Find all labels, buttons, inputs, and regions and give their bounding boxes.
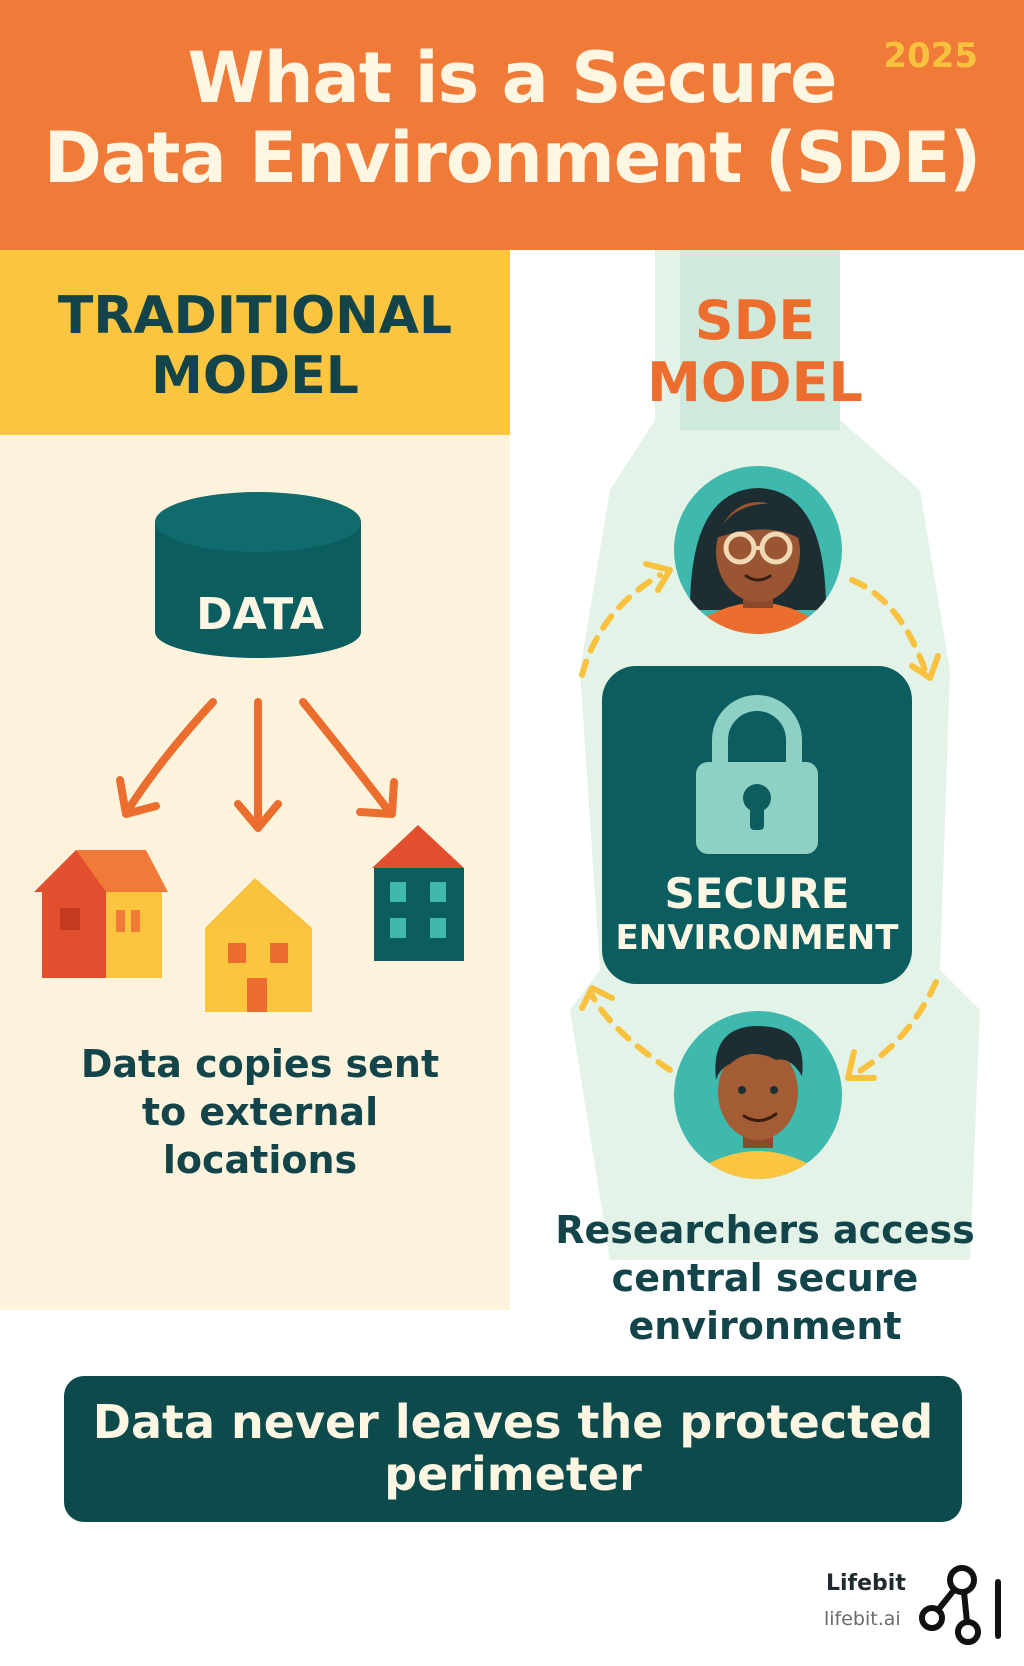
sde-heading-line-2: MODEL [647, 351, 863, 414]
lock-icon [696, 695, 818, 854]
dashed-arrow-down-right-icon [849, 577, 928, 673]
traditional-illustration [34, 492, 464, 1012]
secure-label-line-2: ENVIRONMENT [615, 918, 899, 958]
traditional-heading-line-2: MODEL [151, 346, 359, 406]
arrowhead-icon [909, 653, 941, 681]
banner-line-2: perimeter [384, 1447, 642, 1501]
arrowhead-icon [579, 985, 615, 1011]
arrowhead-icon [845, 1049, 877, 1081]
sde-caption: Researchers access central secure enviro… [540, 1206, 990, 1350]
sde-heading: SDE MODEL [540, 290, 970, 414]
researcher-man-avatar [674, 1011, 842, 1179]
arrow-down-left-icon [116, 698, 217, 818]
dashed-arrow-down-left-icon [855, 979, 939, 1075]
building-teal-icon [372, 825, 464, 961]
page-title: What is a Secure Data Environment (SDE) [0, 38, 1024, 198]
dashed-arrow-up-left-icon [579, 572, 663, 678]
sde-caption-line-3: environment [628, 1304, 902, 1348]
house-red-icon [34, 850, 168, 978]
banner-line-1: Data never leaves the protected [92, 1395, 934, 1449]
arrow-down-right-icon [299, 698, 398, 818]
secure-label-line-1: SECURE [664, 869, 850, 918]
secure-environment-label: SECURE ENVIRONMENT [602, 869, 912, 959]
sde-caption-line-1: Researchers access [555, 1208, 975, 1252]
sde-illustration [579, 466, 941, 1179]
traditional-heading: TRADITIONAL MODEL [0, 286, 510, 406]
data-label: DATA [196, 589, 324, 640]
house-yellow-icon [205, 878, 312, 1012]
traditional-caption-line-2: to external [141, 1090, 379, 1134]
sde-heading-line-1: SDE [694, 289, 816, 352]
title-line-2: Data Environment (SDE) [43, 117, 982, 199]
traditional-caption-line-1: Data copies sent [80, 1042, 440, 1086]
brand-name: Lifebit [826, 1571, 906, 1596]
arrow-down-icon [234, 698, 282, 832]
traditional-caption-line-3: locations [162, 1138, 358, 1182]
summary-banner-text: Data never leaves the protected perimete… [64, 1396, 962, 1500]
researcher-woman-avatar [674, 466, 842, 634]
traditional-heading-band [0, 250, 510, 435]
arrowhead-icon [643, 561, 673, 593]
title-line-1: What is a Secure [187, 37, 838, 119]
dashed-arrow-up-icon [589, 992, 673, 1073]
summary-banner [64, 1376, 962, 1522]
header-band [0, 0, 1024, 250]
year-label: 2025 [883, 36, 978, 76]
brand-url: lifebit.ai [824, 1608, 901, 1630]
traditional-caption: Data copies sent to external locations [40, 1040, 480, 1184]
database-icon [155, 492, 361, 658]
traditional-heading-line-1: TRADITIONAL [57, 286, 453, 346]
lifebit-logo-icon [919, 1565, 1001, 1645]
sde-caption-line-2: central secure [611, 1256, 919, 1300]
